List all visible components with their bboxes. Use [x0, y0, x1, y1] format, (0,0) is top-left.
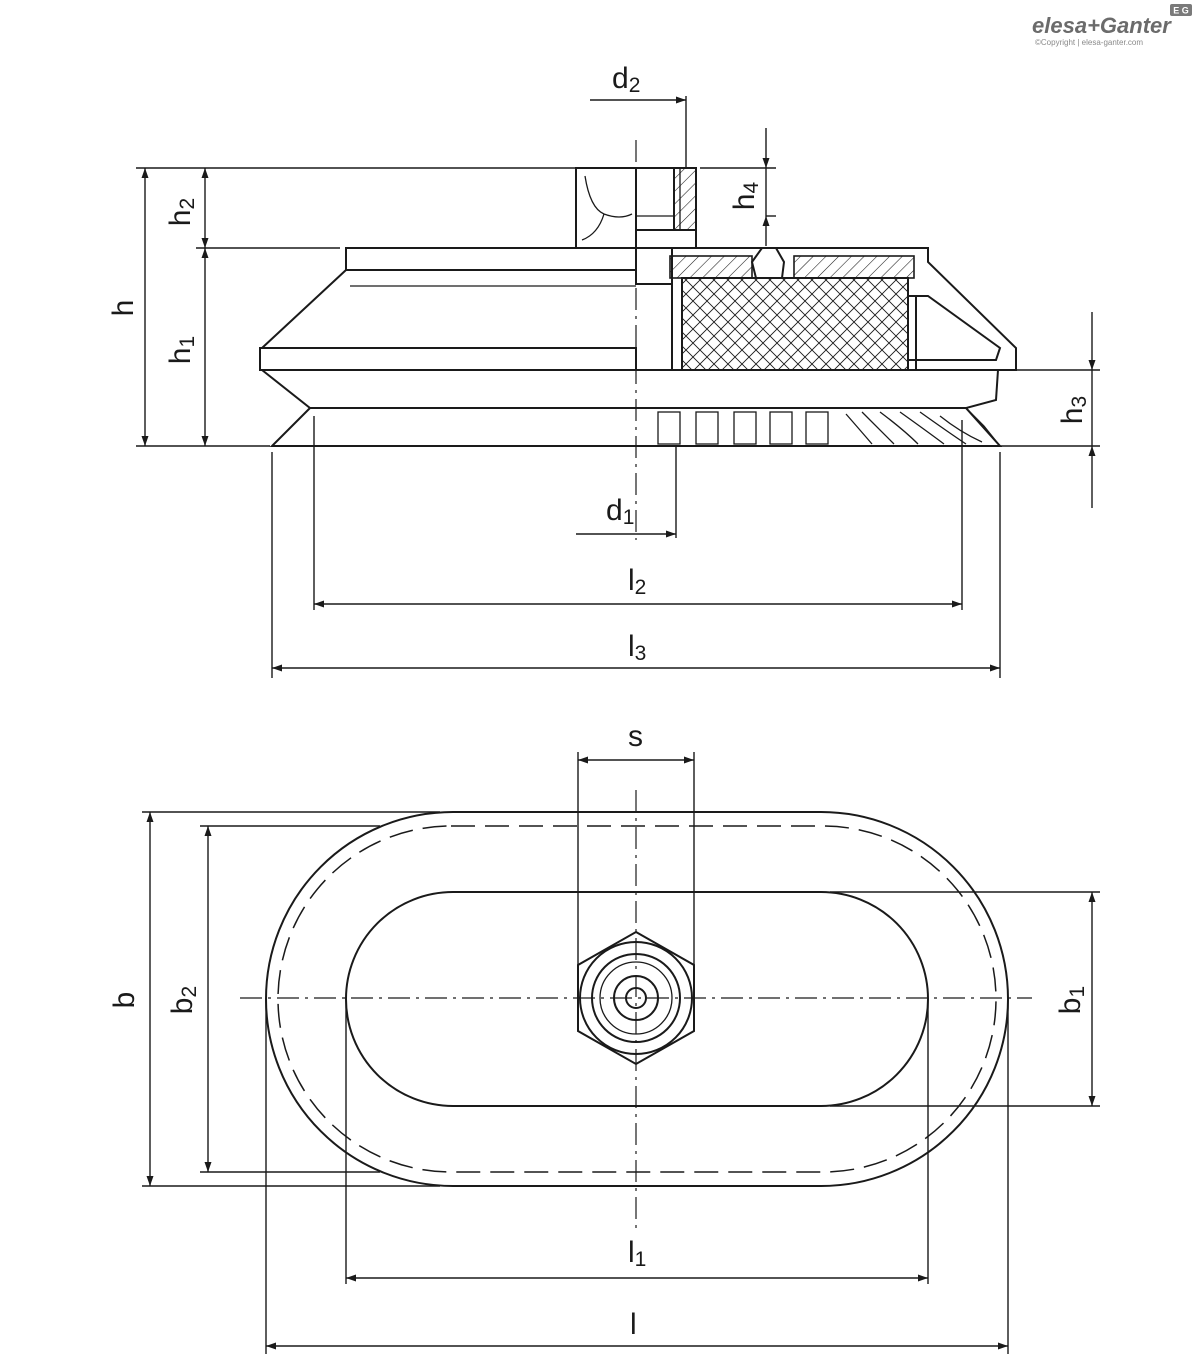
side-view: d2 d1 h h1 h2 h4 h3 l2 l3	[107, 62, 1100, 678]
label-s: s	[628, 720, 643, 753]
label-b1: b1	[1054, 986, 1089, 1014]
top-view-dimensions	[146, 756, 1096, 1350]
brand-logo: elesa+Ganter E G ©Copyright | elesa-gant…	[1032, 4, 1192, 47]
label-b: b	[108, 992, 141, 1009]
side-view-section	[635, 167, 1017, 447]
outer-contour	[265, 811, 1009, 1187]
bellow-ribs	[657, 407, 1001, 447]
label-h: h	[107, 300, 140, 317]
label-d2: d2	[612, 62, 640, 97]
brand-badge: E G	[1173, 6, 1189, 16]
top-view-extension-lines	[142, 752, 1100, 1354]
side-view-outline	[259, 167, 637, 447]
label-h3: h3	[1056, 396, 1091, 424]
svg-text:elesa+Ganter: elesa+Ganter	[1032, 13, 1172, 38]
label-l2: l2	[628, 564, 646, 599]
label-h4: h4	[728, 182, 763, 211]
hex-fitting	[577, 930, 695, 1066]
label-l: l	[630, 1308, 637, 1341]
label-l1: l1	[628, 1236, 646, 1271]
hidden-contour	[277, 825, 997, 1173]
side-view-extension-lines	[136, 96, 1100, 678]
label-b2: b2	[166, 986, 201, 1014]
label-l3: l3	[628, 630, 646, 665]
top-view: s b b2 b1 l1 l	[108, 720, 1100, 1354]
copyright-text: ©Copyright | elesa-ganter.com	[1035, 38, 1143, 47]
label-d1: d1	[606, 494, 634, 529]
label-h2: h2	[164, 198, 199, 226]
label-h1: h1	[164, 336, 199, 364]
inner-contour	[345, 891, 929, 1107]
side-view-dimensions	[141, 96, 1096, 672]
